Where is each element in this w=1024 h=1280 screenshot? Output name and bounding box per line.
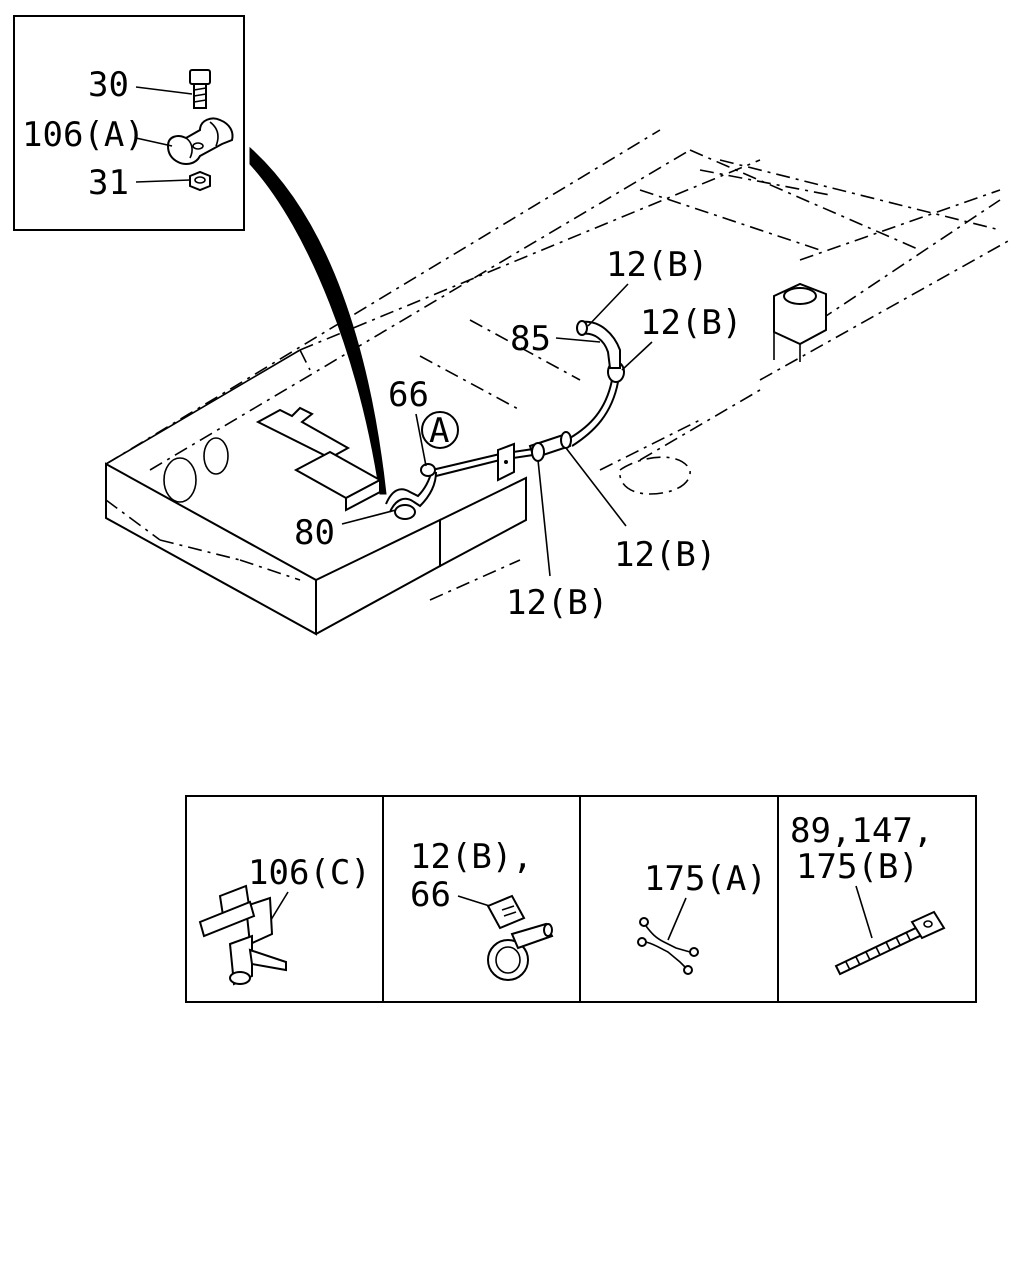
crossmember-piece [163, 406, 383, 512]
clip-106c-icon [198, 884, 287, 986]
legend-label-175a: 175(A) [644, 859, 767, 899]
label-80: 80 [294, 513, 335, 553]
label-12b-lower-right: 12(B) [614, 535, 716, 575]
legend-cell-12b-66: 12(B), 66 [410, 837, 554, 981]
legend-cell-175a: 175(A) [637, 859, 767, 975]
clip-106a-icon [166, 117, 234, 165]
callout-a-label: A [429, 411, 449, 451]
frame-bracket [773, 282, 827, 362]
detail-inset: 30 106(A) 31 [13, 15, 245, 231]
label-12b-top: 12(B) [606, 245, 708, 285]
legend-label-66: 66 [410, 875, 451, 915]
inset-pointer [249, 146, 387, 495]
label-85: 85 [510, 319, 551, 359]
bolt-30-icon [189, 69, 211, 109]
nut-31-icon [189, 170, 211, 192]
connector-175a-icon [637, 917, 699, 975]
hose-clamp-icon [486, 894, 554, 981]
chassis-frame [105, 129, 1011, 636]
label-31: 31 [88, 163, 129, 203]
callout-a-circle [421, 411, 459, 449]
legend-cell-cable-tie: 89,147, 175(B) [790, 811, 946, 976]
label-30: 30 [88, 65, 129, 105]
legend-label-175b: 175(B) [796, 847, 919, 887]
cable-tie-icon [834, 910, 946, 976]
legend-label-89-147: 89,147, [790, 811, 933, 851]
hose-assembly [385, 320, 625, 520]
label-12b-upper-right: 12(B) [640, 303, 742, 343]
parts-legend-table: 106(C) 12(B), 66 [185, 795, 977, 1003]
label-106a: 106(A) [22, 115, 145, 155]
legend-label-106c: 106(C) [248, 853, 371, 893]
label-12b-lower: 12(B) [506, 583, 608, 623]
legend-label-12b: 12(B), [410, 837, 533, 877]
legend-cell-106c: 106(C) [198, 853, 371, 986]
label-66: 66 [388, 375, 429, 415]
